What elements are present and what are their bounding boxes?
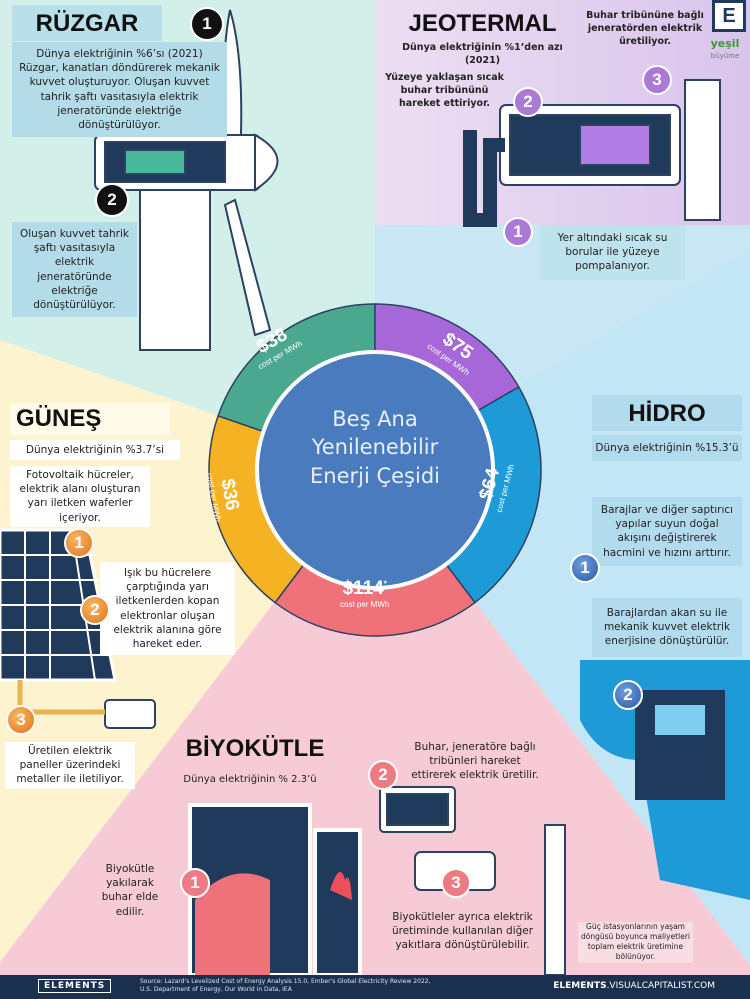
biomass-step-2-text: Buhar, jeneratöre bağlı tribünleri harek… xyxy=(411,741,539,782)
solar-title: GÜNEŞ xyxy=(10,403,170,436)
biomass-step-1-text: Biyokütle yakılarak buhar elde edilir. xyxy=(101,863,159,918)
hydro-share: Dünya elektriğinin %15.3’ü xyxy=(592,435,742,462)
price-value: $114 xyxy=(342,578,384,599)
solar-step-1-text: Fotovoltaik hücreler, elektrik alanı olu… xyxy=(10,466,150,527)
center-circle xyxy=(255,350,495,590)
footer-brand: ELEMENTS xyxy=(38,979,112,993)
footer: ELEMENTS Source: Lazard's Levelized Cost… xyxy=(0,975,750,999)
cost-footnote: Güç istasyonlarının yaşam döngüsü boyunc… xyxy=(578,922,693,963)
biomass-step-3-badge: 3 xyxy=(441,868,471,898)
geothermal-step-2-badge: 2 xyxy=(513,87,543,117)
footer-source: Source: Lazard's Levelized Cost of Energ… xyxy=(140,978,431,993)
geothermal-title: JEOTERMAL xyxy=(408,10,557,37)
wind-step-1-badge: 1 xyxy=(192,9,222,39)
biomass-price: $114* cost per MWh xyxy=(340,578,389,609)
center-title-line: Yenilenebilir xyxy=(311,435,439,460)
yesil-buyume-logo: yeşil büyüme xyxy=(700,38,750,60)
hydro-dam-illustration xyxy=(580,660,750,900)
biomass-step-3-text: Biyokütleler ayrıca elektrik üretiminde … xyxy=(391,911,534,952)
wind-turbine-illustration xyxy=(94,9,279,351)
hydro-step-1-text: Barajlar ve diğer saptırıcı yapılar suyu… xyxy=(592,497,742,566)
solar-step-2-text: Işık bu hücrelere çarptığında yarı iletk… xyxy=(100,562,235,656)
elements-corner-logo: E xyxy=(712,0,746,32)
geothermal-step-3-text: Buhar tribününe bağlı jeneratörden elekt… xyxy=(586,10,704,47)
center-title-line: Enerji Çeşidi xyxy=(310,463,440,488)
solar-step-1-badge: 1 xyxy=(64,528,94,558)
site-rest: .VISUALCAPITALIST.COM xyxy=(606,981,715,991)
wind-step-2-badge: 2 xyxy=(97,185,127,215)
center-title: Beş Ana Yenilenebilir Enerji Çeşidi xyxy=(275,405,475,490)
hydro-step-2-badge: 2 xyxy=(613,680,643,710)
solar-share: Dünya elektriğinin %3.7’si xyxy=(10,440,180,461)
site-bold: ELEMENTS xyxy=(553,981,607,991)
biomass-step-1-badge: 1 xyxy=(180,868,210,898)
wind-description: Dünya elektriğinin %6’sı (2021) Rüzgar, … xyxy=(12,42,227,138)
logo-text: yeşil xyxy=(710,37,740,50)
cost-ring xyxy=(208,303,542,637)
logo-text: büyüme xyxy=(710,52,740,60)
footer-site-link[interactable]: ELEMENTS.VISUALCAPITALIST.COM xyxy=(553,981,715,991)
solar-step-3-text: Üretilen elektrik paneller üzerindeki me… xyxy=(5,742,135,789)
wind-title: RÜZGAR xyxy=(12,5,162,41)
hydro-step-2-text: Barajlardan akan su ile mekanik kuvvet e… xyxy=(592,598,742,657)
solar-step-2-badge: 2 xyxy=(80,595,110,625)
wind-step-2-text: Oluşan kuvvet tahrik şaftı vasıtasıyla e… xyxy=(12,222,137,318)
hydro-title: HİDRO xyxy=(592,395,742,431)
geothermal-step-3-badge: 3 xyxy=(642,65,672,95)
price-footnote-mark: * xyxy=(383,579,387,589)
solar-panel-illustration xyxy=(0,528,156,729)
solar-step-3-badge: 3 xyxy=(6,705,36,735)
hydro-step-1-badge: 1 xyxy=(570,553,600,583)
geothermal-step-1-text: Yer altındaki sıcak su borular ile yüzey… xyxy=(540,225,685,280)
center-title-line: Beş Ana xyxy=(332,407,418,431)
biomass-share: Dünya elektriğinin % 2.3’ü xyxy=(183,774,317,785)
geothermal-share: Dünya elektriğinin %1’den azı (2021) xyxy=(402,42,563,66)
biomass-step-2-badge: 2 xyxy=(368,760,398,790)
geothermal-step-2-text: Yüzeye yaklaşan sıcak buhar tribününü ha… xyxy=(385,72,504,109)
price-unit: cost per MWh xyxy=(340,600,390,609)
geothermal-plant-illustration xyxy=(463,79,721,227)
geothermal-step-1-badge: 1 xyxy=(503,217,533,247)
biomass-title: BİYOKÜTLE xyxy=(185,735,325,762)
